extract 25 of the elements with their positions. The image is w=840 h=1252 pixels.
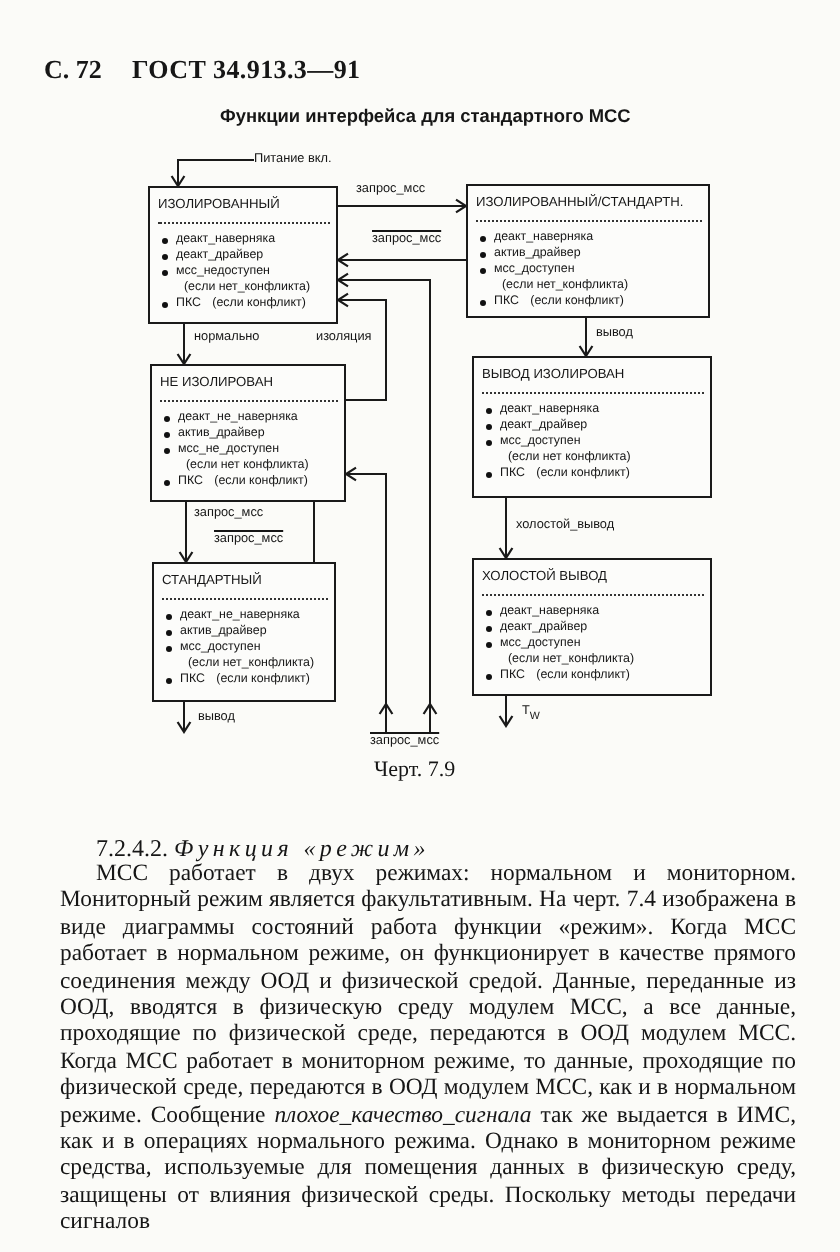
arrow xyxy=(578,317,594,358)
diagram-title: Функции интерфейса для стандартного МСС xyxy=(220,106,631,126)
state-box xyxy=(466,184,710,318)
section-heading: 7.2.4.2. Функция «режим» xyxy=(96,834,430,862)
state-box xyxy=(472,558,712,696)
arrow xyxy=(337,198,468,214)
page-number: С. 72 xyxy=(44,54,102,86)
figure-caption: Черт. 7.9 xyxy=(374,758,456,782)
body-paragraph: МСС работает в двух режимах: нормальном и мониторном. Мониторный режим является факультативным. На черт. 7.4 изображена в виде диаграммы состояний работа функции «режим». Когда МСС работает в нормальном режиме, он функционирует в качестве прямого соединения между ООД и физической средой. Данные, переданные из ООД, вводятся в физическую среду модулем МСС, а все данные, проходящие по физической среде, передаются в ООД модулем МСС. Когда МСС работает в мониторном режиме, то данные, проходящие по физической среде, передаются в ООД модулем МСС, как и в нормальном режиме. Сообщение плохое_качество_сигнала так же выдается в ИМС, как и в операциях нормального режима. Однако в мониторном режиме средства, используемые для помещения данных в физическую среду, защищены от влияния физической среды. Поскольку методы передачи сигналов xyxy=(60,860,796,1236)
state-box xyxy=(150,364,346,502)
state-box xyxy=(472,356,712,498)
arrow xyxy=(344,466,394,735)
arrow xyxy=(176,701,192,734)
state-box xyxy=(152,562,336,702)
arrow xyxy=(336,252,467,268)
arrow xyxy=(498,695,514,728)
document-number: ГОСТ 34.913.3—91 xyxy=(132,54,361,86)
arrow xyxy=(176,323,192,366)
arrow xyxy=(170,159,255,188)
state-box xyxy=(148,186,338,324)
arrow xyxy=(336,272,438,735)
arrow xyxy=(178,501,194,564)
connector-line xyxy=(313,501,315,563)
arrow xyxy=(498,497,514,560)
arrow xyxy=(336,292,387,401)
